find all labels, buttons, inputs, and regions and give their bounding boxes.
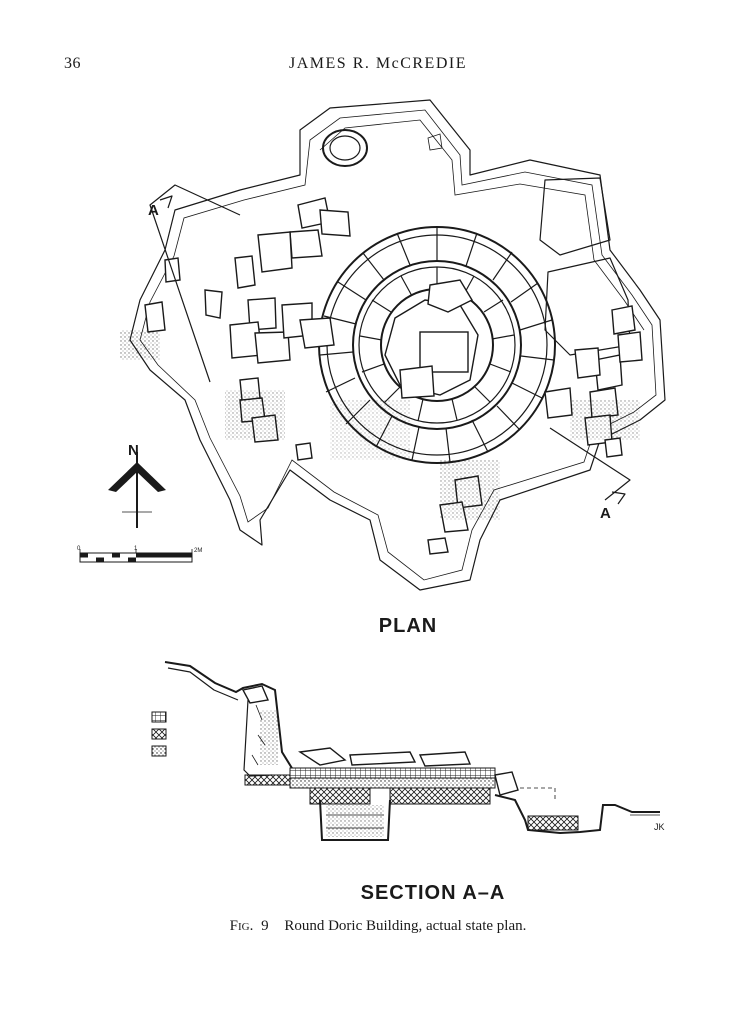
north-label: N [128,442,139,459]
scale-end-label: 2M [194,548,202,554]
section-label: SECTION A–A [360,882,506,904]
section-drawing [151,661,660,841]
section-marker-a-upper: A [148,202,159,219]
plan-label: PLAN [378,615,438,637]
drafter-initials: JK [654,822,665,832]
north-arrow-icon [108,452,166,528]
caption-prefix: Fig. [229,918,254,934]
scale-mid-label: 1 [134,546,138,552]
caption-text: Round Doric Building, actual state plan. [284,918,527,934]
caption-number: 9 [261,918,269,934]
page-number: 36 [64,55,81,72]
section-marker-a-lower: A [600,505,611,522]
running-head: JAMES R. McCREDIE [289,55,467,72]
scale-bar [79,549,193,563]
figure-caption: Fig. 9 Round Doric Building, actual stat… [0,918,756,935]
scale-start-label: 0 [77,546,81,552]
